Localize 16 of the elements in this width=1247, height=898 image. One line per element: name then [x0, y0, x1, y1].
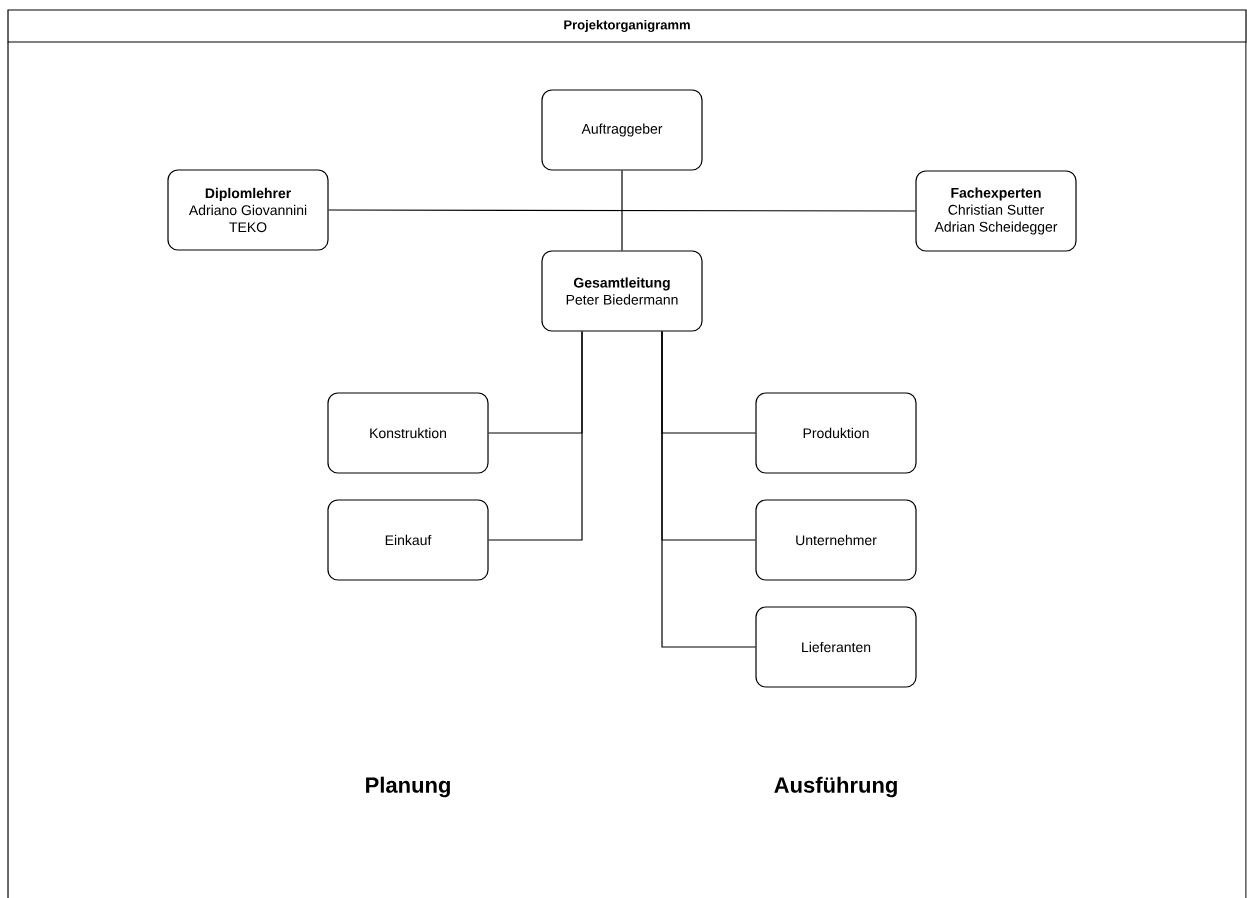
section-label: Ausführung [774, 776, 897, 798]
connector-line [661, 331, 756, 648]
org-box: Auftraggeber [541, 89, 703, 171]
org-box: Gesamtleitung Peter Biedermann [541, 250, 703, 332]
section-label: Planung [366, 776, 450, 798]
org-box: Produktion [755, 392, 917, 474]
connector-line [488, 331, 583, 541]
connector-line [621, 170, 623, 251]
org-box: Fachexperten Christian Sutter Adrian Scheidegger [915, 170, 1077, 252]
org-box: Diplomlehrer Adriano Giovannini TEKO [167, 169, 329, 251]
connector-line [328, 209, 916, 212]
org-box: Konstruktion [327, 392, 489, 474]
org-box: Einkauf [327, 499, 489, 581]
org-box: Unternehmer [755, 499, 917, 581]
org-box: Lieferanten [755, 606, 917, 688]
title-header: Projektorganigramm [7, 9, 1247, 43]
